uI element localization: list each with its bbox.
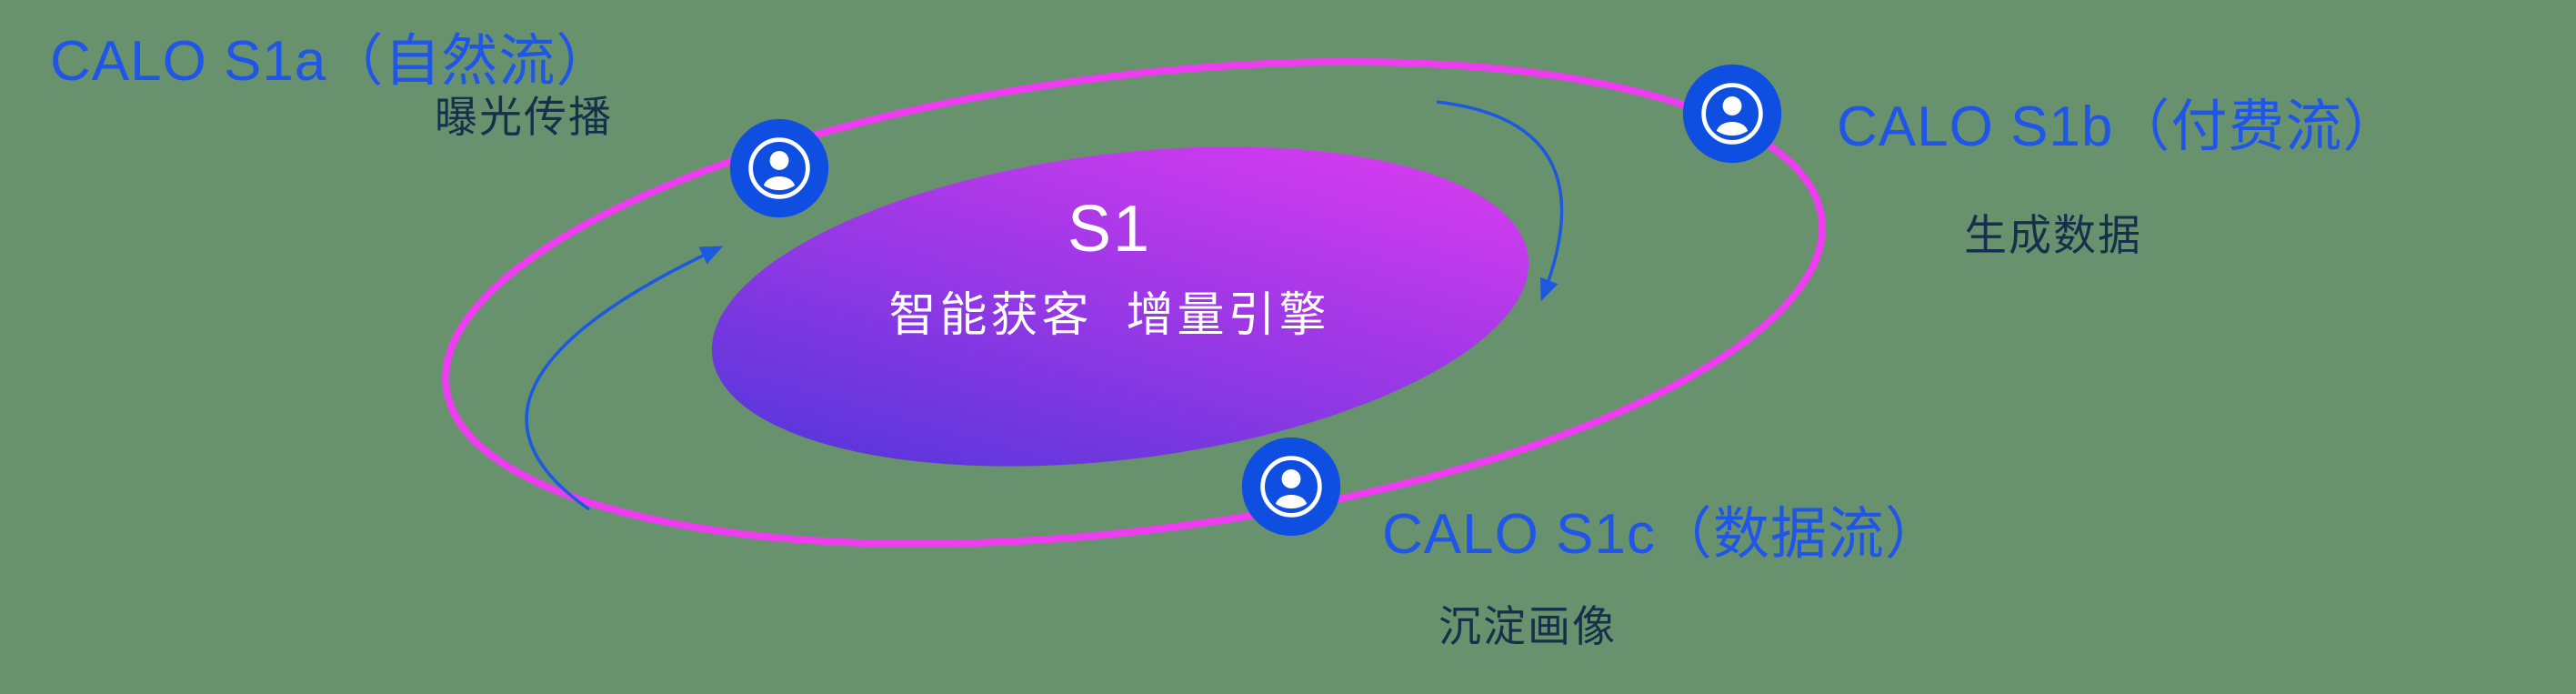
label-s1c-title: CALO S1c（数据流）	[1382, 503, 1942, 566]
label-s1b-title: CALO S1b（付费流）	[1837, 96, 2401, 158]
node-s1a	[727, 116, 831, 220]
user-circle-icon	[729, 118, 829, 218]
label-s1b-subtitle: 生成数据	[1964, 211, 2142, 259]
core-ellipse	[711, 146, 1529, 467]
core-label: S1 智能获客 增量引擎	[837, 196, 1382, 345]
node-s1c	[1239, 435, 1343, 538]
label-s1a-subtitle: 曝光传播	[435, 93, 613, 141]
flow-arrow-left	[525, 246, 724, 511]
node-s1b	[1680, 62, 1784, 166]
flow-arrow-right	[1436, 100, 1564, 302]
user-circle-icon	[1241, 437, 1341, 537]
user-circle-icon	[1682, 64, 1782, 164]
label-s1a-title: CALO S1a（自然流）	[50, 30, 614, 93]
label-s1c-subtitle: 沉淀画像	[1438, 602, 1617, 650]
core-title: S1	[1067, 193, 1152, 266]
orbit-ring	[442, 58, 1826, 548]
core-subtitle: 智能获客 增量引擎	[888, 289, 1330, 342]
